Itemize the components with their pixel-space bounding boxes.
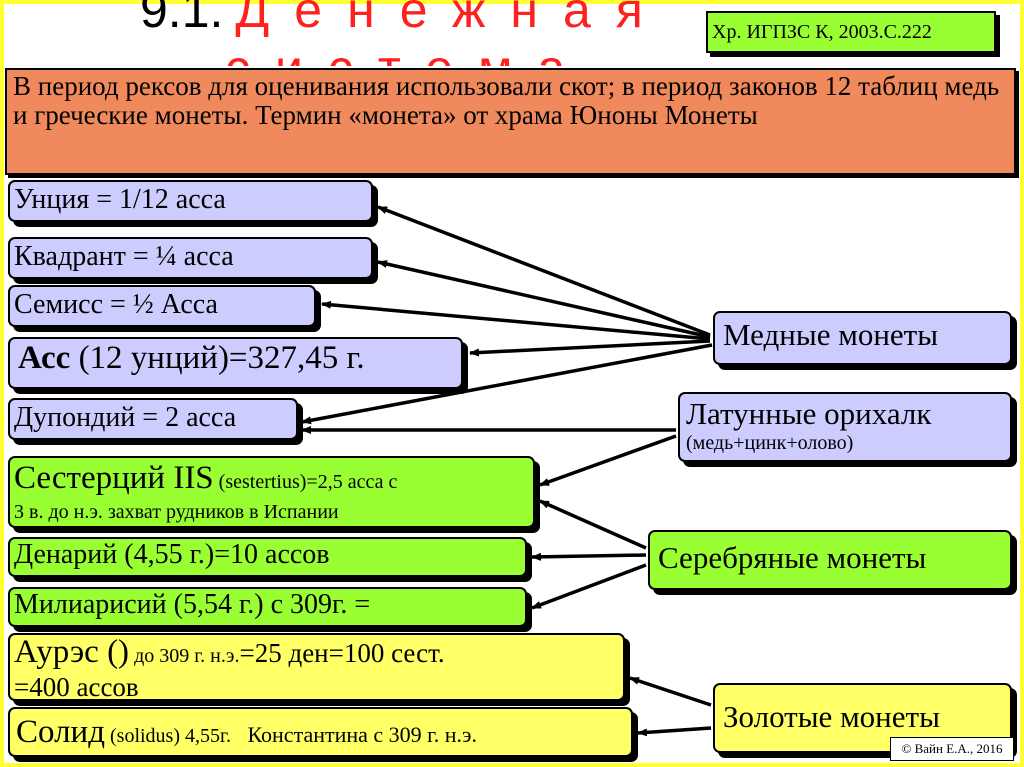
solidus-rest: Константина с 309 г. н.э. [230,722,477,747]
arrow-copper-as [469,339,711,357]
arrow-copper-semis [321,300,711,341]
aureus-rest: =25 ден=100 сест. [239,638,445,668]
as-name: Асс [18,340,71,376]
copper-coins-label: Медные монеты [723,317,939,352]
as-rest: (12 унций)=327,45 г. [70,340,365,376]
brass-coins-note: (медь+цинк+олово) [686,432,854,454]
denarius-text: Денарий (4,55 г.)=10 ассов [14,539,330,570]
solidus-name: Солид [16,714,105,750]
sestertius-box: Сестерций IIS (sestertius)=2,5 асса с 3 … [8,456,535,528]
intro-text: В период рексов для оценивания использов… [13,71,1000,130]
solidus-small: (solidus) 4,55г. [105,725,231,747]
miliarense-text: Милиарисий (5,54 г.) с 309г. = [14,589,371,620]
solidus-box: Солид (solidus) 4,55г. Константина с 309… [8,707,633,757]
title-line2: система [225,38,625,66]
denarius-box: Денарий (4,55 г.)=10 ассов [8,537,527,577]
uncia-box: Унция = 1/12 асса [8,180,373,222]
arrow-silver-sestertius [539,499,647,550]
silver-coins-box: Серебряные монеты [648,530,1012,590]
as-box: Асс (12 унций)=327,45 г. [8,337,463,389]
aureus-box: Аурэс () до 309 г. н.э.=25 ден=100 сест.… [8,633,625,701]
arrow-silver-miliarense [531,563,647,610]
dupondius-box: Дупондий = 2 асса [8,398,298,440]
dupondius-text: Дупондий = 2 асса [14,402,237,433]
arrow-silver-denarius [531,552,647,561]
sestertius-line2: 3 в. до н.э. захват рудников в Испании [14,501,339,523]
arrow-copper-quadrans [377,260,711,339]
gold-coins-label: Золотые монеты [723,699,940,734]
slide-title: 9.1. Денежная [140,0,710,46]
copyright-credit: © Вайн Е.А., 2016 [890,737,1014,761]
arrow-copper-uncia [377,205,711,337]
brass-coins-label: Латунные орихалк [686,396,932,431]
quadrans-box: Квадрант = ¼ асса [8,237,373,279]
arrow-gold-solidus [637,726,712,737]
sestertius-latin: (sestertius)=2,5 асса с [213,471,398,493]
semis-box: Семисс = ½ Асса [8,285,316,327]
brass-coins-box: Латунные орихалк (медь+цинк+олово) [678,392,1012,462]
title-line1: Денежная [235,0,668,38]
aureus-name: Аурэс () [14,634,130,670]
title-number: 9.1. [140,0,224,38]
arrow-brass-sestertius [539,434,677,487]
reference-badge: Хр. ИГПЗС К, 2003.С.222 [706,11,996,53]
silver-coins-label: Серебряные монеты [658,540,927,575]
quadrans-text: Квадрант = ¼ асса [14,241,234,272]
semis-text: Семисс = ½ Асса [14,289,218,320]
intro-box: В период рексов для оценивания использов… [5,68,1016,175]
miliarense-box: Милиарисий (5,54 г.) с 309г. = [8,587,527,627]
aureus-line2: =400 ассов [14,672,139,701]
arrow-gold-aureus [629,676,712,707]
sestertius-name: Сестерций IIS [14,460,214,496]
uncia-text: Унция = 1/12 асса [14,184,226,215]
copper-coins-box: Медные монеты [713,311,1012,365]
aureus-small: до 309 г. н.э. [129,645,240,667]
